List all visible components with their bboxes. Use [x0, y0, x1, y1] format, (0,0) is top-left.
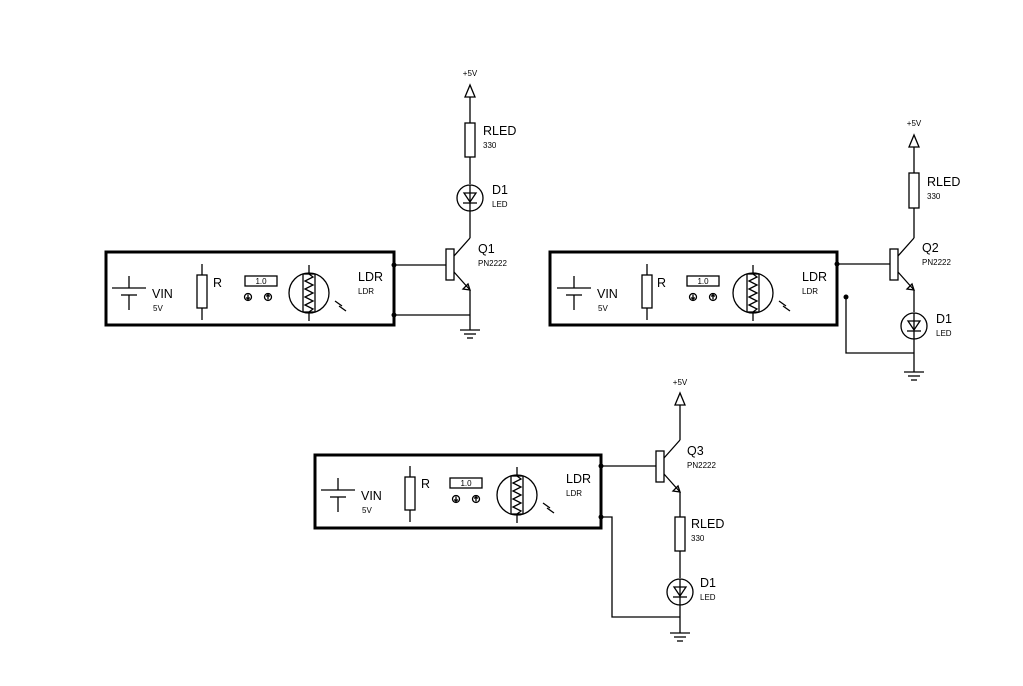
r-label: R	[421, 477, 430, 491]
led-diode[interactable]	[900, 312, 928, 340]
resistor-r-symbol	[196, 264, 208, 320]
transistor-label: Q2	[922, 241, 939, 255]
circuit-3: VIN 5V R 1.0	[313, 378, 724, 642]
supply-symbol	[464, 83, 476, 123]
supply-symbol	[674, 391, 686, 440]
battery-symbol	[112, 276, 146, 310]
increase-value-icon[interactable]	[471, 494, 481, 504]
r-label: R	[657, 276, 666, 290]
vin-label: VIN	[152, 287, 173, 301]
ldr-label: LDR	[566, 472, 591, 486]
npn-transistor[interactable]	[394, 237, 471, 330]
led-value: LED	[936, 329, 952, 338]
sensor-module-frame	[548, 250, 839, 327]
rled-resistor[interactable]	[674, 516, 686, 552]
ldr-label: LDR	[358, 270, 383, 284]
battery-symbol	[321, 478, 355, 512]
r-value-box[interactable]	[686, 275, 720, 287]
vin-label: VIN	[597, 287, 618, 301]
ldr-sensor-module[interactable]: VIN 5V R 1.0	[548, 250, 839, 327]
increase-value-icon[interactable]	[263, 292, 273, 302]
decrease-value-icon[interactable]	[243, 292, 253, 302]
ldr-value: LDR	[358, 287, 374, 296]
rled-label: RLED	[691, 517, 724, 531]
transistor-value: PN2222	[922, 258, 951, 267]
ldr-label: LDR	[802, 270, 827, 284]
led-value: LED	[700, 593, 716, 602]
ldr-value: LDR	[566, 489, 582, 498]
sensor-module-frame	[313, 453, 603, 530]
npn-transistor[interactable]	[837, 237, 915, 312]
led-diode[interactable]	[456, 184, 484, 212]
r-value: 1.0	[697, 277, 709, 286]
vin-label: VIN	[361, 489, 382, 503]
ldr-sensor-module[interactable]: VIN 5V R 1.0	[313, 453, 603, 530]
ground-symbol	[904, 371, 924, 381]
led-diode[interactable]	[666, 578, 694, 606]
rled-label: RLED	[927, 175, 960, 189]
resistor-r-symbol	[641, 264, 653, 320]
battery-symbol	[557, 276, 591, 310]
increase-value-icon[interactable]	[708, 292, 718, 302]
supply-label: +5V	[463, 69, 478, 78]
ground-symbol	[670, 632, 690, 642]
vin-value: 5V	[153, 304, 163, 313]
ground-symbol	[460, 329, 480, 339]
npn-transistor[interactable]	[601, 439, 681, 517]
supply-label: +5V	[907, 119, 922, 128]
r-value-box[interactable]	[244, 275, 278, 287]
r-value: 1.0	[255, 277, 267, 286]
led-label: D1	[936, 312, 952, 326]
transistor-label: Q1	[478, 242, 495, 256]
vin-value: 5V	[362, 506, 372, 515]
decrease-value-icon[interactable]	[451, 494, 461, 504]
vin-value: 5V	[598, 304, 608, 313]
sensor-module-frame	[104, 250, 396, 327]
decrease-value-icon[interactable]	[688, 292, 698, 302]
transistor-value: PN2222	[478, 259, 507, 268]
r-label: R	[213, 276, 222, 290]
rled-value: 330	[691, 534, 705, 543]
led-label: D1	[492, 183, 508, 197]
circuit-1: VIN 5V R 1.0	[104, 69, 516, 339]
led-value: LED	[492, 200, 508, 209]
transistor-label: Q3	[687, 444, 704, 458]
r-value-box[interactable]	[449, 477, 483, 489]
supply-symbol	[908, 133, 920, 173]
circuit-2: VIN 5V R 1.0	[548, 119, 960, 381]
transistor-value: PN2222	[687, 461, 716, 470]
rled-label: RLED	[483, 124, 516, 138]
photoresistor-symbol	[496, 467, 555, 523]
rled-resistor[interactable]	[464, 122, 476, 158]
supply-label: +5V	[673, 378, 688, 387]
resistor-r-symbol	[404, 466, 416, 522]
photoresistor-symbol	[732, 265, 791, 321]
ldr-sensor-module[interactable]: VIN 5V R 1.0	[104, 250, 396, 327]
ground-wire	[845, 297, 914, 354]
rled-value: 330	[927, 192, 941, 201]
rled-value: 330	[483, 141, 497, 150]
led-label: D1	[700, 576, 716, 590]
photoresistor-symbol	[288, 265, 347, 321]
ground-wire	[601, 516, 680, 618]
ldr-value: LDR	[802, 287, 818, 296]
rled-resistor[interactable]	[908, 172, 920, 209]
r-value: 1.0	[460, 479, 472, 488]
